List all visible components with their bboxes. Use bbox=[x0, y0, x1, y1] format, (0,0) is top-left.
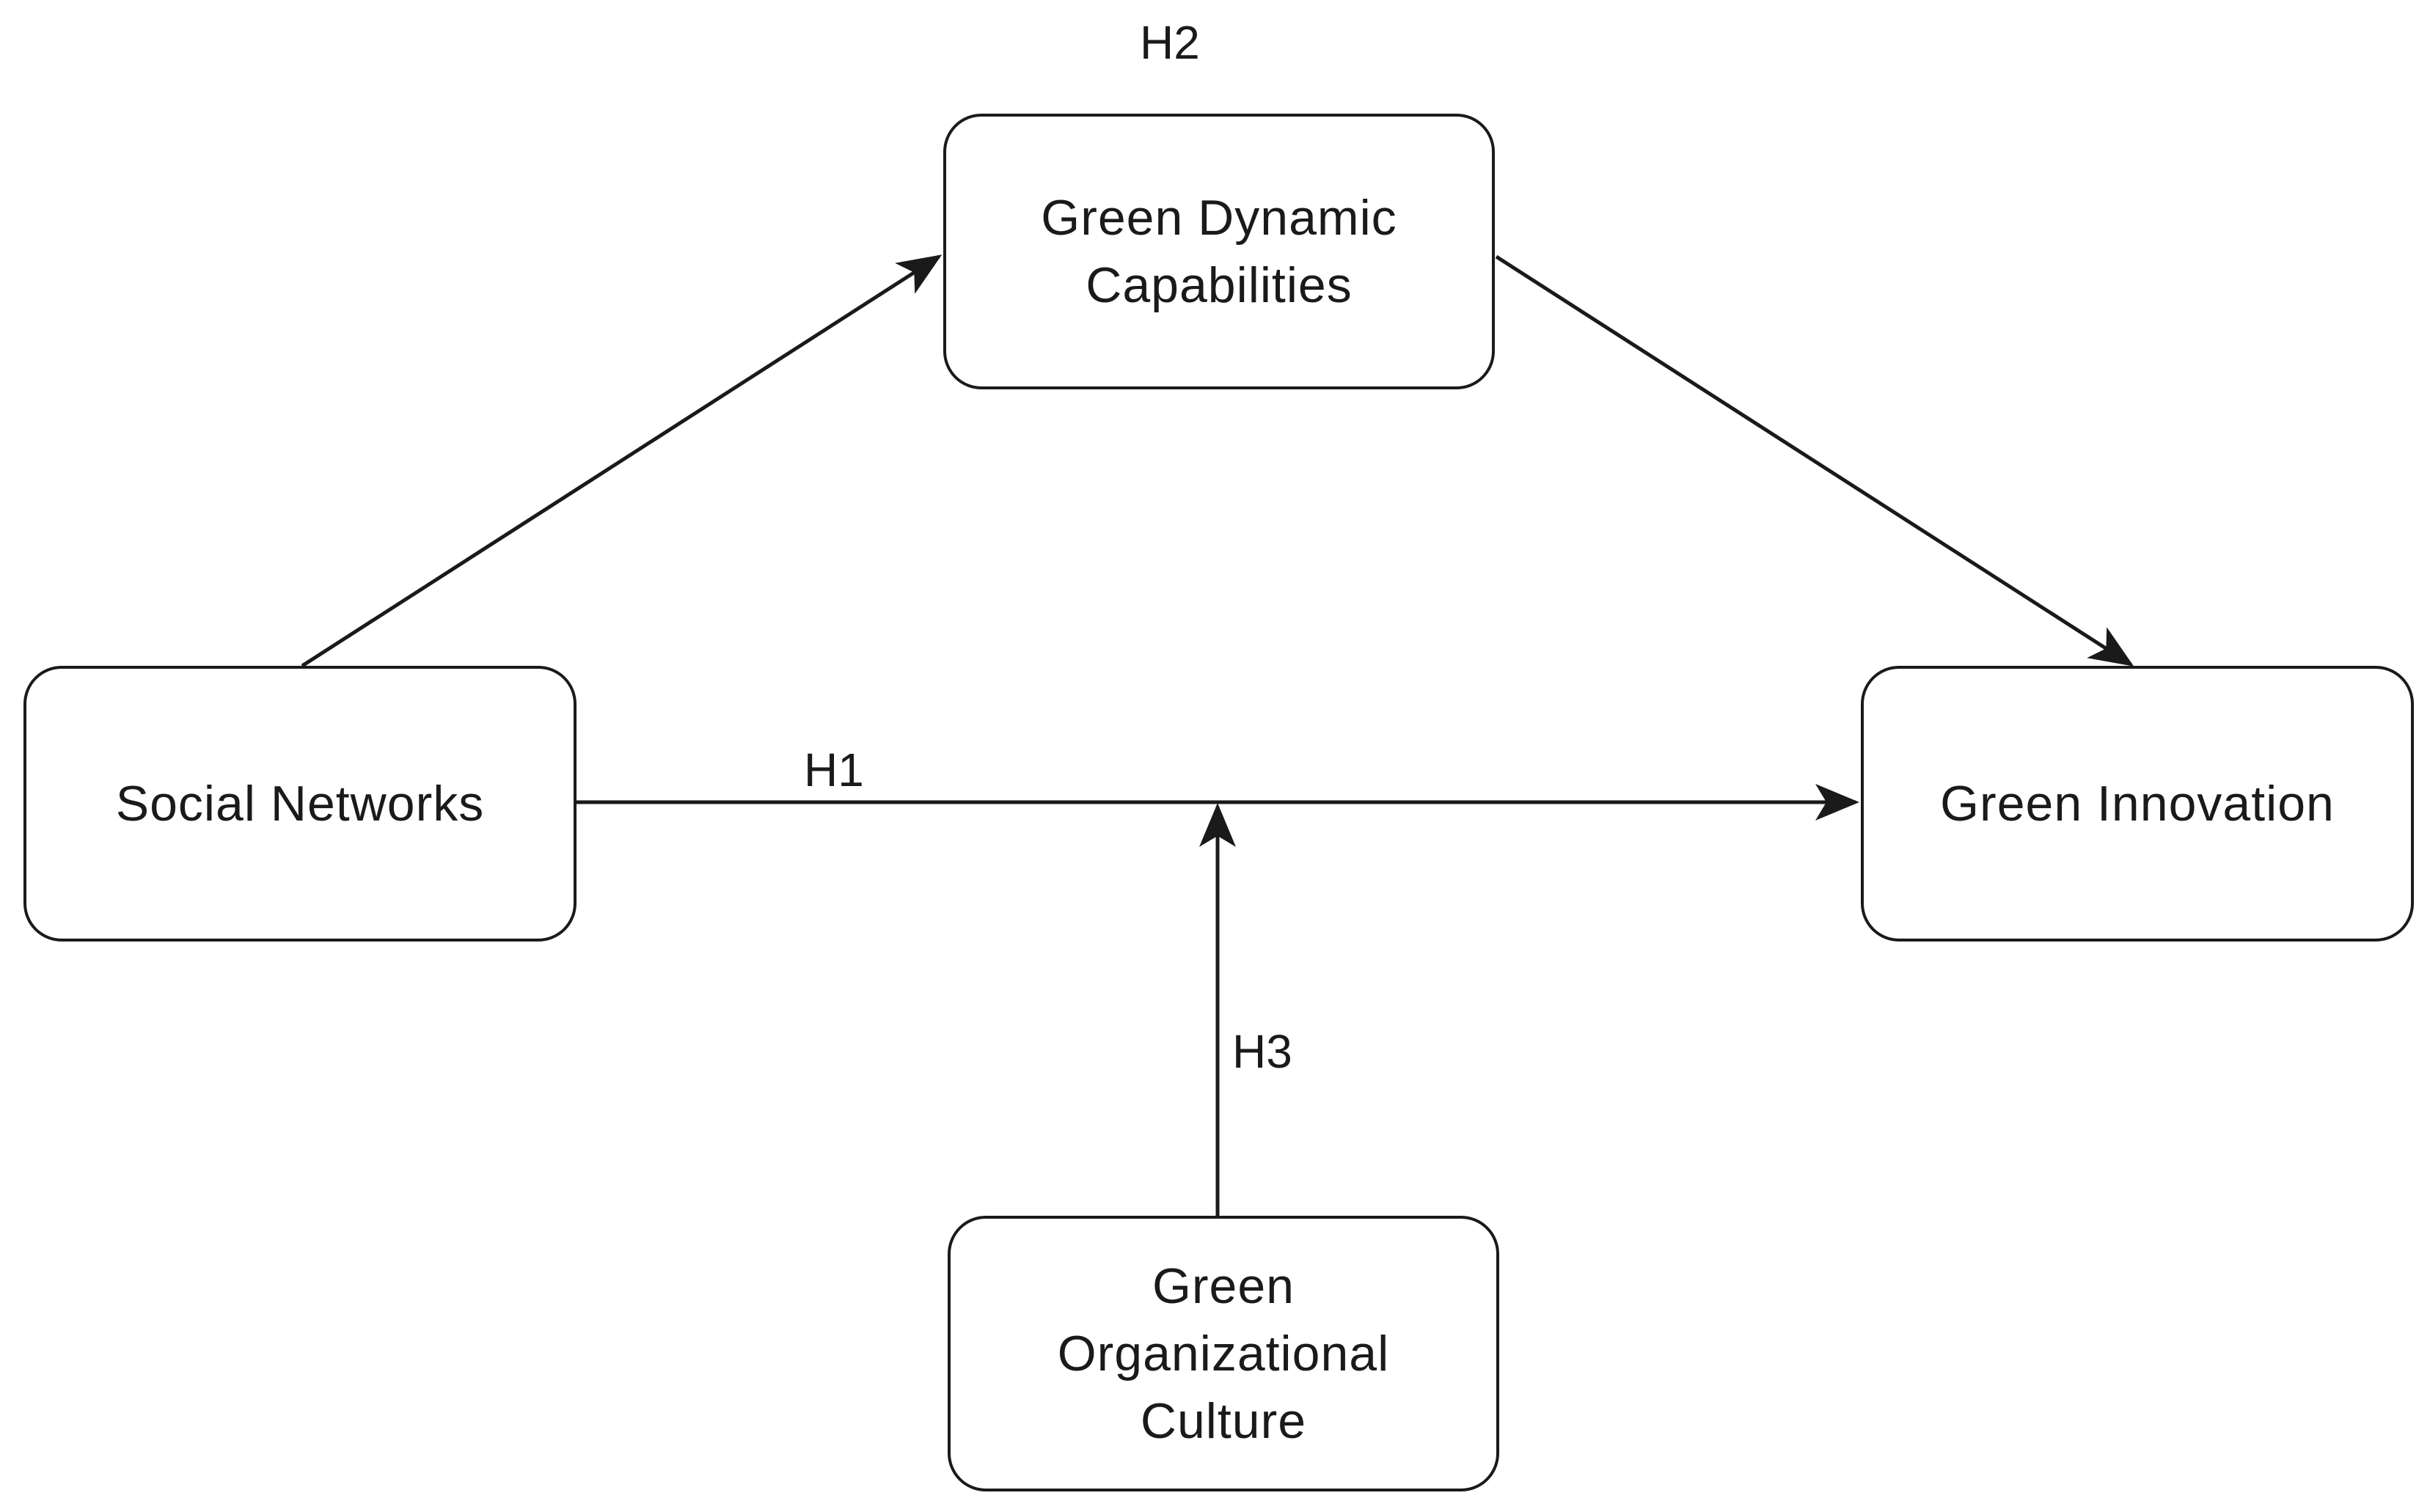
node-green-organizational-culture: Green Organizational Culture bbox=[948, 1216, 1499, 1491]
node-green-innovation: Green Innovation bbox=[1861, 666, 2414, 942]
arrow-gdc-to-gi bbox=[1495, 254, 2134, 667]
node-social-networks: Social Networks bbox=[23, 666, 577, 942]
hypothesis-h2-label: H2 bbox=[1140, 16, 1200, 69]
hypothesis-h3-label: H3 bbox=[1232, 1025, 1292, 1078]
node-green-organizational-culture-label: Green Organizational Culture bbox=[1057, 1258, 1390, 1449]
node-green-dynamic-capabilities-label: Green Dynamic Capabilities bbox=[1041, 190, 1397, 313]
node-social-networks-label: Social Networks bbox=[115, 776, 485, 832]
arrow-social-to-gdc bbox=[301, 254, 943, 668]
node-green-innovation-label: Green Innovation bbox=[1940, 776, 2335, 832]
hypothesis-h1-label: H1 bbox=[804, 744, 864, 796]
node-green-dynamic-capabilities: Green Dynamic Capabilities bbox=[943, 114, 1495, 389]
